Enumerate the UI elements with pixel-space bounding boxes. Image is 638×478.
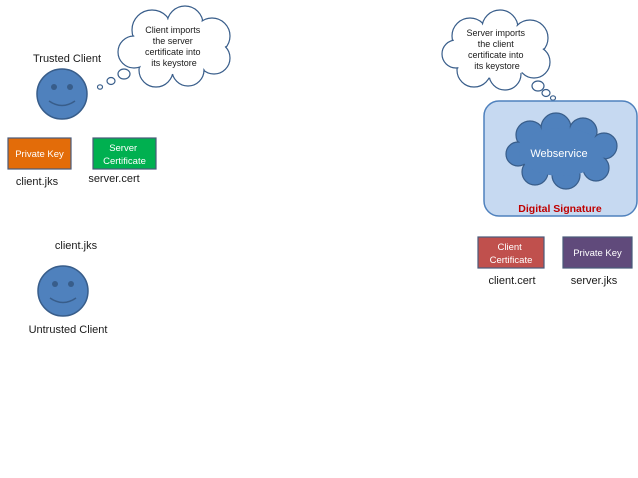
trusted-private-key-label: Private Key — [15, 149, 64, 160]
webservice-cloud-icon — [505, 112, 618, 190]
client-certificate-box: Client Certificate — [477, 236, 545, 269]
svg-text:Server imports the clien: Server imports the client certificate in… — [466, 28, 527, 71]
server-thought-line-1: Server imports — [466, 28, 525, 38]
server-thought-line-4: its keystore — [474, 61, 520, 71]
server-certificate-box: Server Certificate — [92, 137, 157, 170]
trusted-thought-line-2: the server — [153, 36, 193, 46]
client-cert-label-line-2: Certificate — [490, 255, 533, 266]
trusted-thought-line-1: Client imports — [145, 25, 201, 35]
client-cert-file-label: client.cert — [488, 275, 535, 287]
server-cert-label-line-2: Certificate — [103, 156, 146, 167]
untrusted-client-jks-label: client.jks — [55, 240, 98, 252]
untrusted-client-smiley-icon — [37, 265, 89, 317]
server-panel: Webservice Digital Signature — [483, 100, 638, 217]
svg-text:Server Certificate: Server Certificate — [103, 143, 146, 167]
client-cert-label-line-1: Client — [498, 242, 523, 253]
svg-text:Client Certificate: Client Certificate — [490, 242, 533, 266]
trusted-private-key-box: Private Key — [7, 137, 72, 170]
server-jks-label: server.jks — [571, 275, 618, 287]
webservice-label: Webservice — [530, 148, 587, 160]
untrusted-client-label: Untrusted Client — [29, 324, 108, 336]
server-cert-label-line-1: Server — [109, 143, 137, 154]
digital-signature-label: Digital Signature — [518, 203, 602, 215]
trusted-client-jks-label: client.jks — [16, 176, 59, 188]
server-thought-bubble: Server imports the client certificate in… — [441, 9, 557, 101]
trusted-thought-line-3: certificate into — [145, 47, 201, 57]
trusted-client-smiley-icon — [36, 68, 88, 120]
trusted-thought-line-4: its keystore — [151, 58, 197, 68]
trusted-client-label: Trusted Client — [33, 53, 101, 65]
server-cert-file-label: server.cert — [88, 173, 139, 185]
svg-text:Client imports the serve: Client imports the server certificate in… — [145, 25, 203, 68]
trusted-client-thought-bubble: Client imports the server certificate in… — [96, 5, 231, 90]
server-private-key-label: Private Key — [573, 248, 622, 259]
server-private-key-box: Private Key — [562, 236, 633, 269]
server-thought-line-2: the client — [478, 39, 515, 49]
server-thought-line-3: certificate into — [468, 50, 524, 60]
